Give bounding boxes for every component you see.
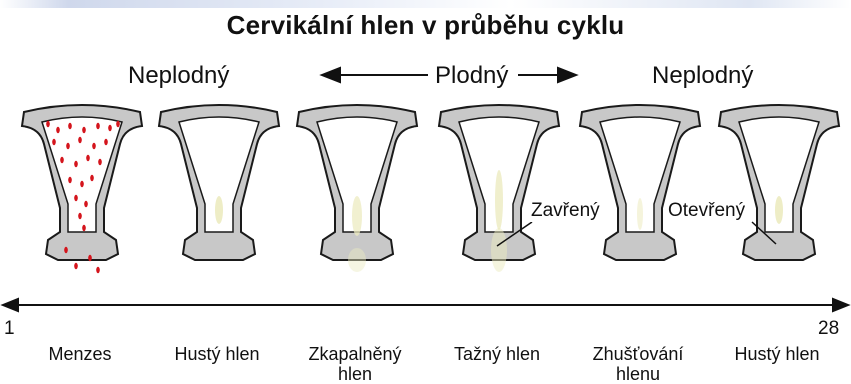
blood-drop [78, 213, 82, 219]
uterus-diagram-menses [18, 100, 146, 280]
diagram-title: Cervikální hlen v průběhu cyklu [0, 10, 851, 41]
uterus-diagram-thickening-mucus [576, 100, 704, 280]
timeline-end-day: 28 [818, 318, 839, 340]
blood-drop [84, 201, 88, 207]
stage-label-thick-mucus-2: Hustý hlen [715, 344, 839, 364]
cycle-timeline-arrow [3, 299, 848, 311]
stage-label-thick-mucus: Hustý hlen [155, 344, 279, 364]
blood-drop [86, 155, 90, 161]
top-decoration-band [0, 0, 851, 8]
stage-label-menses: Menzes [18, 344, 142, 364]
cervical-mucus [637, 198, 643, 230]
blood-drop [104, 139, 108, 145]
uterus-cross-section [18, 100, 146, 280]
blood-drop [108, 125, 112, 131]
cervical-mucus [775, 196, 783, 224]
uterus-diagram-liquid-mucus [293, 100, 421, 280]
uterus-cross-section [435, 100, 563, 280]
cervical-mucus [491, 228, 507, 272]
blood-drop [64, 247, 68, 253]
blood-drop [66, 143, 70, 149]
stage-label-liquid-mucus: Zkapalněný hlen [293, 344, 417, 384]
cervical-mucus [215, 196, 223, 224]
phase-label-infertile-right: Neplodný [652, 62, 753, 90]
blood-drop [52, 139, 56, 145]
blood-drop [74, 161, 78, 167]
blood-drop [80, 181, 84, 187]
blood-drop [82, 127, 86, 133]
phase-label-fertile: Plodný [435, 62, 508, 90]
uterus-diagram-stretchy-mucus [435, 100, 563, 280]
blood-drop [46, 121, 50, 127]
uterus-diagram-thick-mucus [155, 100, 283, 280]
blood-drop [78, 137, 82, 143]
blood-drop [74, 263, 78, 269]
blood-drop [96, 267, 100, 273]
blood-drop [98, 159, 102, 165]
timeline-start-day: 1 [4, 318, 15, 340]
cervical-mucus [495, 170, 503, 230]
blood-drop [56, 127, 60, 133]
uterus-cross-section [715, 100, 843, 280]
uterus-cross-section [576, 100, 704, 280]
blood-drop [90, 175, 94, 181]
blood-drop [92, 143, 96, 149]
blood-drop [88, 255, 92, 261]
phase-label-infertile-left: Neplodný [128, 62, 229, 90]
blood-drop [74, 195, 78, 201]
cervix-open-label: Otevřený [667, 200, 746, 222]
blood-drop [116, 121, 120, 127]
cervix-closed-label: Zavřený [530, 200, 601, 222]
uterus-cross-section [155, 100, 283, 280]
cervical-mucus [348, 248, 366, 272]
uterus-diagram-thick-mucus-2 [715, 100, 843, 280]
uterus-cross-section [293, 100, 421, 280]
blood-drop [60, 157, 64, 163]
blood-drop [82, 225, 86, 231]
cervical-mucus [352, 196, 362, 236]
stage-label-thickening-mucus: Zhušťování hlenu [576, 344, 700, 384]
blood-drop [68, 123, 72, 129]
blood-drop [68, 177, 72, 183]
blood-drop [96, 123, 100, 129]
stage-label-stretchy-mucus: Tažný hlen [435, 344, 559, 364]
